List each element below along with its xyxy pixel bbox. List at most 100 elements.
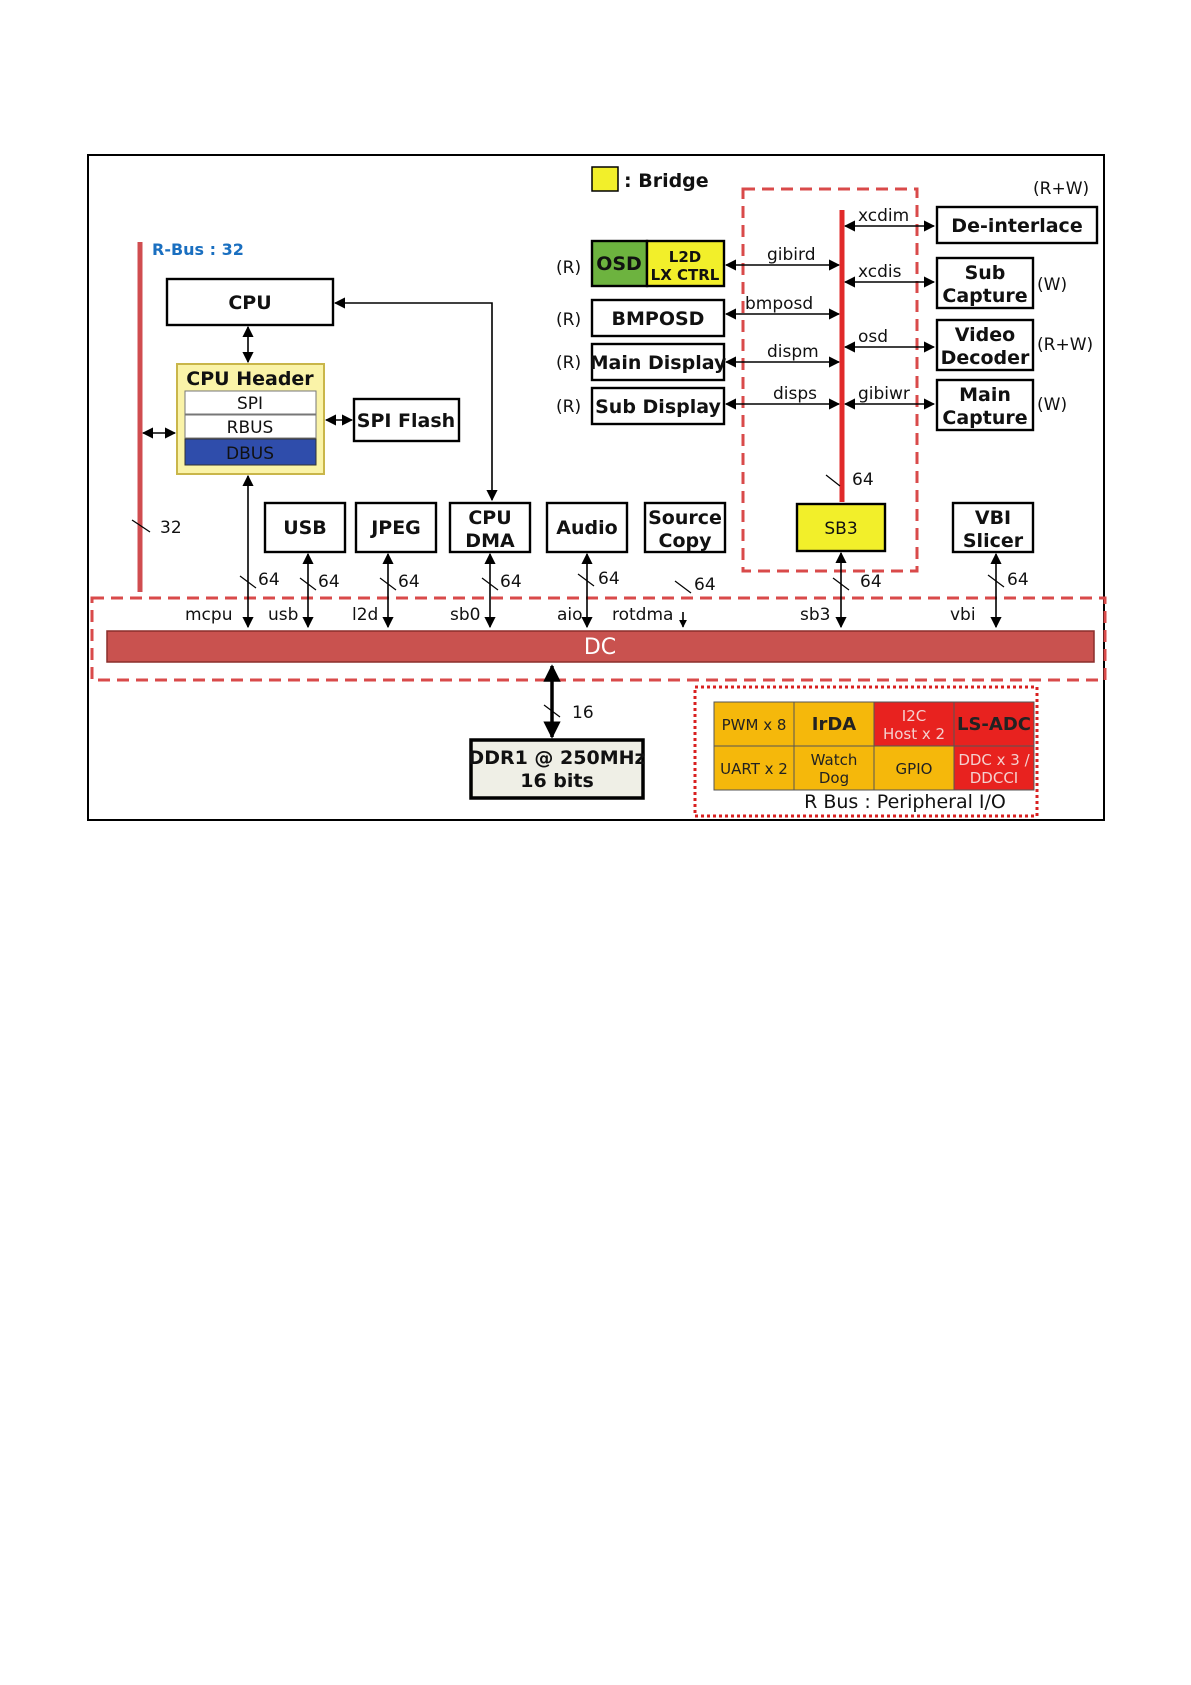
xcdim-signal: xcdim — [858, 206, 909, 226]
sub-capture-label-1: Sub — [965, 262, 1006, 284]
peripheral-io-cell-label: DDCCI — [970, 769, 1018, 787]
peripheral-io-cell-label: Host x 2 — [883, 725, 945, 743]
cpu-header-spi-row — [184, 390, 317, 415]
cpu-to-cpu-dma-link — [333, 297, 498, 502]
peripheral-io-title: R Bus : Peripheral I/O — [804, 791, 1006, 813]
peripheral-io-cell-label: PWM x 8 — [722, 716, 787, 734]
bmposd-access-tag: (R) — [556, 310, 581, 330]
usb-port-label: usb — [268, 605, 298, 625]
dc-dashed-region — [90, 596, 1107, 682]
cpu-header-title: CPU Header — [186, 368, 314, 390]
main-display-access-tag: (R) — [556, 353, 581, 373]
peripheral-io-cell — [793, 745, 875, 791]
peripheral-io-cell — [873, 745, 955, 791]
sub-display-block — [590, 386, 726, 426]
sb3-block — [795, 502, 887, 553]
video-decoder-block — [935, 318, 1035, 372]
osd-right-signal: osd — [858, 327, 888, 347]
sb3-dashed-region — [741, 187, 919, 573]
main-display-block — [590, 342, 726, 382]
video-decoder-label-1: Video — [955, 324, 1015, 346]
bmposd-block — [590, 298, 726, 338]
vbi-port-label: vbi — [950, 605, 976, 625]
ddr-tick — [543, 704, 561, 718]
usb-block — [263, 501, 347, 554]
l2d-width-label: 64 — [398, 572, 420, 592]
cpu-block — [165, 277, 335, 327]
cpu-header-spi-label: SPI — [237, 394, 263, 414]
aio-port-label: aio — [557, 605, 583, 625]
sb0-port-label: sb0 — [450, 605, 480, 625]
sb3-port-label: sb3 — [800, 605, 830, 625]
cpu-header-dbus-label: DBUS — [226, 444, 274, 464]
peripheral-io-cell-label: I2C — [902, 707, 926, 725]
cpu-dma-block — [448, 501, 532, 554]
main-capture-access-tag: (W) — [1037, 395, 1067, 415]
dc-bar — [106, 630, 1095, 663]
source-copy-block — [643, 501, 727, 554]
bridge-legend-label: : Bridge — [624, 170, 709, 192]
rotdma-tick — [674, 580, 692, 594]
lx-ctrl-label: LX CTRL — [651, 266, 720, 284]
rbus-width-label: 32 — [160, 518, 182, 538]
vbi-width-label: 64 — [1007, 570, 1029, 590]
sub-capture-block — [935, 256, 1035, 310]
vbi-slicer-block — [951, 501, 1035, 554]
dc-label: DC — [584, 635, 616, 660]
source-copy-label-1: Source — [648, 507, 722, 529]
video-decoder-label-2: Decoder — [941, 347, 1030, 369]
rotdma-width-label: 64 — [694, 575, 716, 595]
disps-signal: disps — [773, 384, 817, 404]
gibiwr-signal: gibiwr — [858, 384, 910, 404]
aio-width-label: 64 — [598, 569, 620, 589]
spi-flash-label: SPI Flash — [357, 410, 455, 432]
audio-block — [545, 501, 629, 554]
cpu-dma-label-1: CPU — [468, 507, 511, 529]
xcdis-signal: xcdis — [858, 262, 902, 282]
deinterlace-block — [935, 205, 1099, 245]
peripheral-io-cell-label: IrDA — [812, 714, 857, 735]
rotdma-port-label: rotdma — [612, 605, 673, 625]
peripheral-io-cell-label: UART x 2 — [720, 760, 788, 778]
sb0-tick — [481, 577, 499, 591]
jpeg-block — [354, 501, 438, 554]
main-display-label: Main Display — [590, 352, 727, 374]
usb-tick — [299, 577, 317, 591]
sub-capture-access-tag: (W) — [1037, 275, 1067, 295]
vbi-slicer-label-2: Slicer — [963, 530, 1024, 552]
ddr-width-label: 16 — [572, 703, 594, 723]
l2d-label: L2D — [669, 248, 701, 266]
sb3-width-tick — [825, 474, 841, 487]
sub-display-access-tag: (R) — [556, 397, 581, 417]
bmposd-label: BMPOSD — [612, 308, 705, 330]
cpu-header-rbus-row — [184, 414, 317, 439]
rbus-label: R-Bus : 32 — [152, 240, 244, 259]
mcpu-port-label: mcpu — [185, 605, 232, 625]
gibird-signal: gibird — [767, 245, 816, 265]
rbus-width-tick — [131, 519, 151, 533]
osd-label: OSD — [596, 253, 642, 275]
peripheral-io-cell — [873, 701, 955, 747]
video-decoder-access-tag: (R+W) — [1037, 335, 1093, 355]
cpu-dma-label-2: DMA — [465, 530, 515, 552]
usb-label: USB — [283, 517, 327, 539]
l2d-port-label: l2d — [352, 605, 378, 625]
mcpu-width-label: 64 — [258, 570, 280, 590]
deinterlace-label: De-interlace — [951, 215, 1082, 237]
vbi-slicer-label-1: VBI — [975, 507, 1011, 529]
peripheral-io-cell — [953, 745, 1035, 791]
main-capture-label-2: Capture — [942, 407, 1027, 429]
l2d-tick — [379, 577, 397, 591]
sb3-dc-width-label: 64 — [860, 572, 882, 592]
vbi-tick — [987, 574, 1005, 588]
ddr-label-2: 16 bits — [520, 770, 594, 792]
main-capture-block — [935, 378, 1035, 432]
peripheral-io-cell-label: Dog — [819, 769, 849, 787]
jpeg-label: JPEG — [369, 517, 421, 539]
sb3-width-label: 64 — [852, 470, 874, 490]
peripheral-io-dotted-region — [693, 685, 1039, 818]
sub-display-label: Sub Display — [595, 396, 721, 418]
main-capture-label-1: Main — [959, 384, 1011, 406]
